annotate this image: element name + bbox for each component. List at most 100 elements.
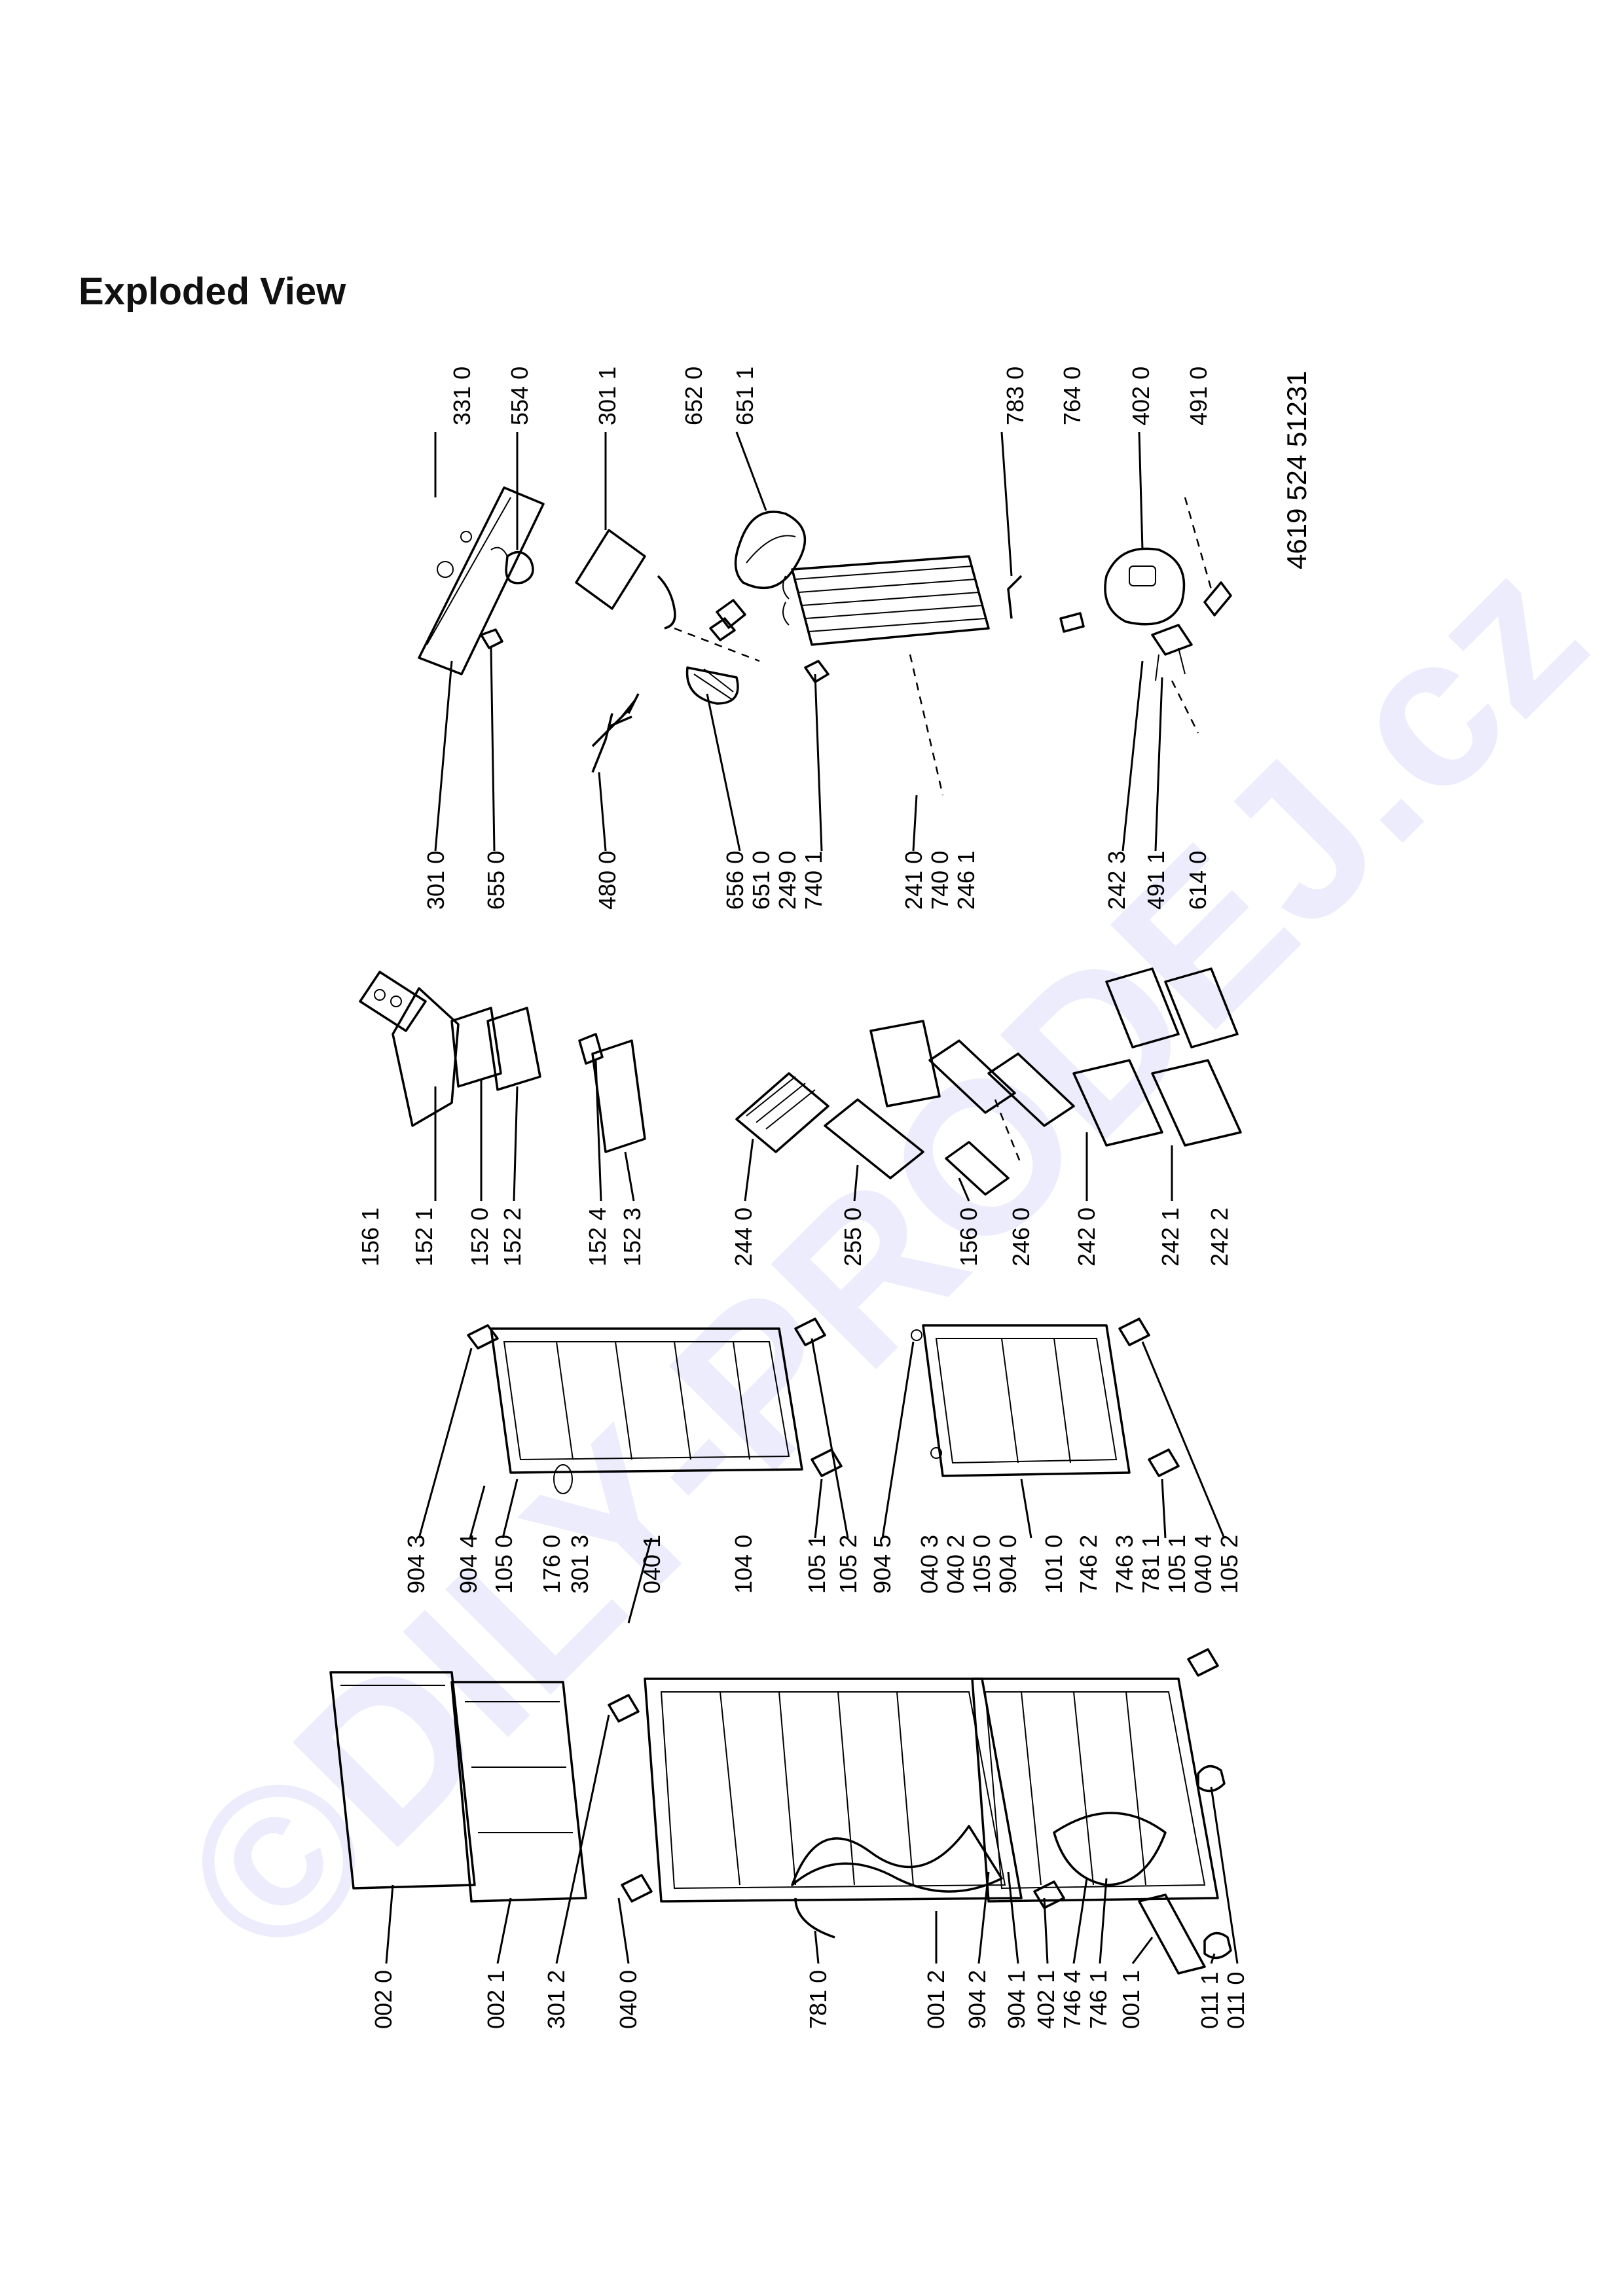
dryer-part bbox=[1059, 612, 1085, 633]
foot-part bbox=[1203, 1931, 1232, 1960]
part-label: 156 0 bbox=[955, 1208, 982, 1266]
mid-leaders bbox=[434, 1060, 1173, 1202]
part-label: 746 2 bbox=[1075, 1535, 1102, 1594]
hinge-part bbox=[1187, 1648, 1219, 1677]
part-label: 152 4 bbox=[584, 1208, 611, 1266]
part-label: 402 0 bbox=[1127, 367, 1154, 425]
part-label: 011 1 bbox=[1196, 1972, 1223, 2029]
condenser-group bbox=[782, 555, 990, 796]
part-label: 152 1 bbox=[410, 1208, 437, 1266]
door-shelves-group bbox=[359, 971, 646, 1153]
hinge-part bbox=[811, 1448, 843, 1477]
fan-shroud-part bbox=[734, 511, 807, 590]
part-label: 655 0 bbox=[483, 851, 509, 910]
fan-blade-part bbox=[685, 666, 739, 705]
drawing-code: 4619 524 51231 bbox=[1281, 370, 1312, 569]
doors-group bbox=[467, 1318, 1180, 1494]
part-label: 001 1 bbox=[1118, 1970, 1144, 2029]
freezer-door-part bbox=[490, 1327, 803, 1474]
hinge-part bbox=[1148, 1448, 1180, 1477]
part-label: 105 2 bbox=[835, 1535, 862, 1594]
cover-group bbox=[575, 529, 676, 773]
drawer-part bbox=[1151, 1059, 1242, 1147]
drawer-cover-part bbox=[1164, 967, 1239, 1049]
part-label: 105 0 bbox=[968, 1535, 995, 1594]
part-label: 242 0 bbox=[1073, 1208, 1100, 1266]
drain-spout-part bbox=[804, 660, 830, 683]
cable-part bbox=[657, 575, 676, 630]
hinge-part bbox=[1118, 1318, 1150, 1346]
foot-part bbox=[1197, 1765, 1226, 1793]
part-label: 244 0 bbox=[730, 1208, 757, 1266]
cabinet-group bbox=[329, 1648, 1232, 1975]
part-label: 904 3 bbox=[403, 1535, 429, 1594]
part-label: 002 0 bbox=[370, 1970, 397, 2029]
part-label: 002 1 bbox=[483, 1970, 509, 2029]
right-bottom-labels: 301 0 655 0 480 0 656 0 651 0 249 0 740 … bbox=[422, 851, 1211, 910]
part-label: 246 0 bbox=[1008, 1208, 1034, 1266]
cabinet-leaders bbox=[385, 1714, 1239, 1964]
cabinet-labels: 002 0 002 1 301 2 040 0 781 0 001 2 904 … bbox=[370, 1970, 1249, 2029]
door-seal-part bbox=[1053, 1812, 1167, 1886]
part-label: 105 1 bbox=[803, 1535, 830, 1594]
drawer-cover-part bbox=[1105, 967, 1180, 1049]
grid-shelf-part bbox=[945, 1141, 1010, 1196]
part-label: 331 0 bbox=[448, 367, 475, 425]
fridge-door-part bbox=[922, 1324, 1131, 1477]
ice-box-part bbox=[869, 1020, 941, 1107]
thermostat-part bbox=[505, 550, 534, 584]
part-label: 904 1 bbox=[1003, 1970, 1030, 2029]
part-label: 152 2 bbox=[499, 1208, 526, 1266]
part-label: 241 0 bbox=[900, 851, 927, 910]
part-label: 614 0 bbox=[1184, 851, 1211, 910]
right-top-labels: 331 0 554 0 301 1 652 0 651 1 783 0 764 … bbox=[448, 367, 1212, 425]
part-label: 904 2 bbox=[964, 1970, 991, 2029]
door-leaders bbox=[418, 1338, 1226, 1624]
part-label: 301 3 bbox=[566, 1535, 593, 1594]
part-label: 246 1 bbox=[953, 851, 979, 910]
part-label: 242 2 bbox=[1206, 1208, 1233, 1266]
part-label: 152 3 bbox=[619, 1208, 646, 1266]
part-label: 040 1 bbox=[638, 1535, 665, 1594]
fan-group bbox=[674, 511, 807, 705]
suction-pipe-part bbox=[1007, 575, 1023, 619]
part-label: 105 2 bbox=[1216, 1535, 1243, 1594]
door-shelf-part bbox=[392, 987, 460, 1127]
cover-plate-part bbox=[575, 529, 646, 610]
part-label: 746 4 bbox=[1059, 1970, 1085, 2029]
part-label: 040 3 bbox=[916, 1535, 943, 1594]
part-label: 301 0 bbox=[422, 851, 449, 910]
part-label: 242 1 bbox=[1157, 1208, 1184, 1266]
part-label: 176 0 bbox=[538, 1535, 565, 1594]
part-label: 656 0 bbox=[721, 851, 748, 910]
part-label: 904 0 bbox=[994, 1535, 1021, 1594]
part-label: 746 3 bbox=[1111, 1535, 1138, 1594]
part-label: 781 1 bbox=[1137, 1535, 1164, 1594]
worktop-part bbox=[329, 1671, 476, 1890]
shelf-frame-part bbox=[928, 1039, 1016, 1114]
part-label: 491 1 bbox=[1142, 851, 1169, 910]
part-label: 764 0 bbox=[1059, 367, 1085, 425]
part-label: 249 0 bbox=[774, 851, 801, 910]
part-label: 001 2 bbox=[922, 1970, 949, 2029]
egg-tray-part bbox=[359, 971, 427, 1032]
hinge-part bbox=[467, 1324, 499, 1350]
part-label: 781 0 bbox=[805, 1970, 831, 2029]
part-label: 554 0 bbox=[506, 367, 533, 425]
part-label: 105 0 bbox=[490, 1535, 517, 1594]
glass-shelf-part bbox=[824, 1098, 924, 1179]
part-label: 011 0 bbox=[1222, 1972, 1249, 2029]
bottle-shelf-part bbox=[591, 1039, 646, 1153]
part-label: 651 0 bbox=[748, 851, 775, 910]
part-label: 105 1 bbox=[1163, 1535, 1190, 1594]
door-labels: 904 3 904 4 105 0 176 0 301 3 040 1 104 … bbox=[403, 1535, 1243, 1594]
part-label: 740 1 bbox=[800, 851, 827, 910]
part-label: 040 4 bbox=[1190, 1535, 1216, 1594]
hinge-part bbox=[794, 1318, 826, 1346]
door-shelf-part bbox=[450, 1007, 502, 1088]
wire-shelf-part bbox=[735, 1072, 830, 1153]
part-label: 651 1 bbox=[731, 367, 758, 425]
part-label: 255 0 bbox=[839, 1208, 866, 1266]
condenser-part bbox=[791, 555, 990, 646]
